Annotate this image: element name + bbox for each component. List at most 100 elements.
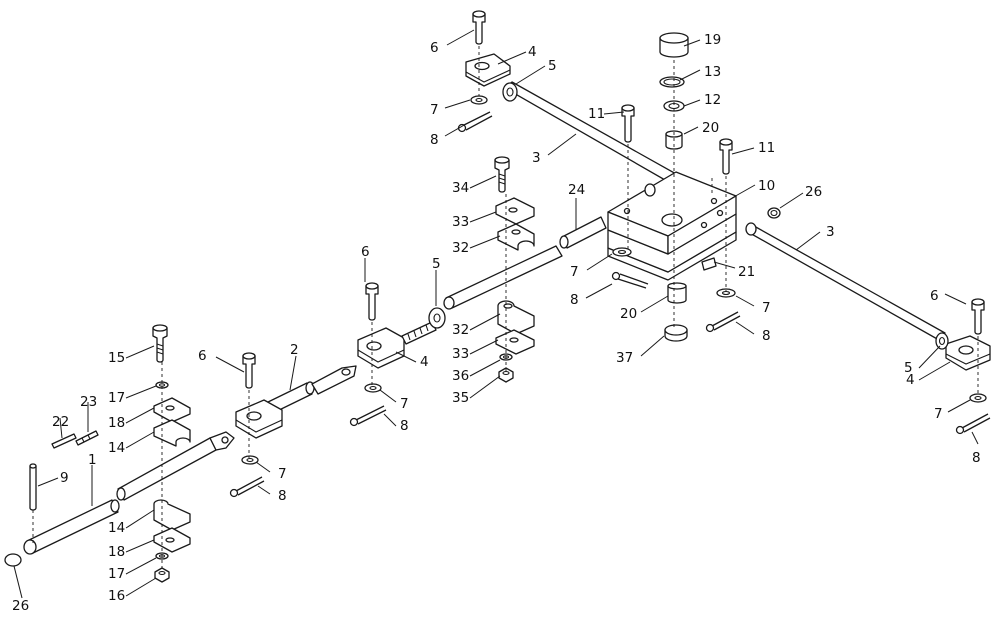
split-pin-8-center: [611, 271, 649, 289]
plate-assembly-10: [607, 171, 737, 281]
clevis-4-right: [945, 335, 991, 371]
bush-20-lower: [667, 282, 687, 304]
callout-c22: 22: [52, 414, 69, 430]
assembly-axes: [32, 46, 979, 572]
rod-lower-middle: [116, 431, 235, 501]
callout-c18b: 18: [108, 544, 125, 560]
callout-c6d: 6: [930, 288, 939, 304]
callout-c5a: 5: [548, 58, 557, 74]
callout-c4c: 4: [906, 372, 915, 388]
cap-26-left: [4, 553, 22, 567]
nut-16: [154, 567, 170, 583]
callout-c23: 23: [80, 394, 97, 410]
pin-6-right: [971, 298, 985, 335]
callout-c6a: 6: [430, 40, 439, 56]
callout-c26b: 26: [805, 184, 822, 200]
circlip-13: [659, 76, 685, 88]
callout-c7c: 7: [762, 300, 771, 316]
callout-c2: 2: [290, 342, 299, 358]
grease-nipple-21: [701, 257, 717, 271]
clamp-14-top: [153, 419, 191, 447]
rod-middle: [443, 245, 563, 310]
split-pin-8-mid: [349, 405, 387, 427]
pin-11-b: [719, 138, 733, 175]
clamp-33-top: [495, 197, 535, 225]
split-pin-8-right: [955, 413, 991, 435]
callout-c8d: 8: [400, 418, 409, 434]
rod-1: [23, 499, 120, 555]
callout-c4b: 4: [420, 354, 429, 370]
pin-23: [75, 430, 99, 446]
callout-c12: 12: [704, 92, 721, 108]
clamp-18-top: [153, 397, 191, 423]
clamp-18-bottom: [153, 527, 191, 553]
washer-7-plate: [716, 288, 736, 298]
split-pin-8-top: [457, 111, 493, 133]
clamp-14-bottom: [153, 499, 191, 531]
callout-c15: 15: [108, 350, 125, 366]
callout-c19: 19: [704, 32, 721, 48]
callout-c32a: 32: [452, 240, 469, 256]
clevis-4-mid: [357, 327, 405, 369]
callout-c5c: 5: [904, 360, 913, 376]
bolt-15: [152, 324, 168, 363]
callout-c37: 37: [616, 350, 633, 366]
pin-22: [51, 433, 77, 449]
fork-end-2: [311, 365, 357, 395]
cap-26-right: [767, 207, 781, 219]
callout-c4a: 4: [528, 44, 537, 60]
callout-c3a: 3: [532, 150, 541, 166]
callout-c17a: 17: [108, 390, 125, 406]
callout-c11a: 11: [588, 106, 605, 122]
callout-c8e: 8: [278, 488, 287, 504]
clamp-32-top: [497, 223, 535, 251]
callout-c17b: 17: [108, 566, 125, 582]
callout-c9: 9: [60, 470, 69, 486]
callout-c11b: 11: [758, 140, 775, 156]
washer-7-left: [241, 455, 259, 465]
callout-c24: 24: [568, 182, 585, 198]
callout-c18a: 18: [108, 415, 125, 431]
clevis-left: [235, 399, 283, 439]
washer-7-top: [470, 95, 488, 105]
bolt-34: [494, 156, 510, 193]
split-pin-8-left: [229, 476, 265, 498]
washer-7-center: [612, 247, 632, 257]
callout-c7a: 7: [430, 102, 439, 118]
callout-c33b: 33: [452, 346, 469, 362]
callout-c35: 35: [452, 390, 469, 406]
callout-c10: 10: [758, 178, 775, 194]
leader-lines: [13, 29, 979, 599]
pin-9: [29, 463, 37, 511]
rod-24: [559, 216, 607, 249]
nut-5-right: [935, 332, 949, 350]
callout-c8b: 8: [570, 292, 579, 308]
callout-c34: 34: [452, 180, 469, 196]
clamp-33-bottom: [495, 329, 535, 355]
clamp-32-bottom: [497, 300, 535, 335]
callout-c7f: 7: [934, 406, 943, 422]
callout-c20a: 20: [702, 120, 719, 136]
callout-c1: 1: [88, 452, 97, 468]
callout-numbers: 6 4 5 7 8 3 11 19 13 12 20 11 10 26 3 21…: [12, 32, 981, 614]
pin-6-mid: [365, 282, 379, 321]
callout-c7b: 7: [570, 264, 579, 280]
callout-c3b: 3: [826, 224, 835, 240]
bush-center: [644, 183, 656, 197]
callout-c8a: 8: [430, 132, 439, 148]
nut-5-top: [502, 82, 518, 102]
callout-c8f: 8: [972, 450, 981, 466]
nut-5-mid: [428, 307, 446, 329]
rod-3-right: [745, 222, 946, 341]
callout-c7e: 7: [278, 466, 287, 482]
pin-11-a: [621, 104, 635, 143]
callout-c33a: 33: [452, 214, 469, 230]
split-pin-8-plate: [705, 311, 741, 333]
callout-c32b: 32: [452, 322, 469, 338]
callout-c13: 13: [704, 64, 721, 80]
callout-c14a: 14: [108, 440, 125, 456]
cap-19: [659, 32, 689, 58]
clevis-4-top: [465, 53, 511, 87]
